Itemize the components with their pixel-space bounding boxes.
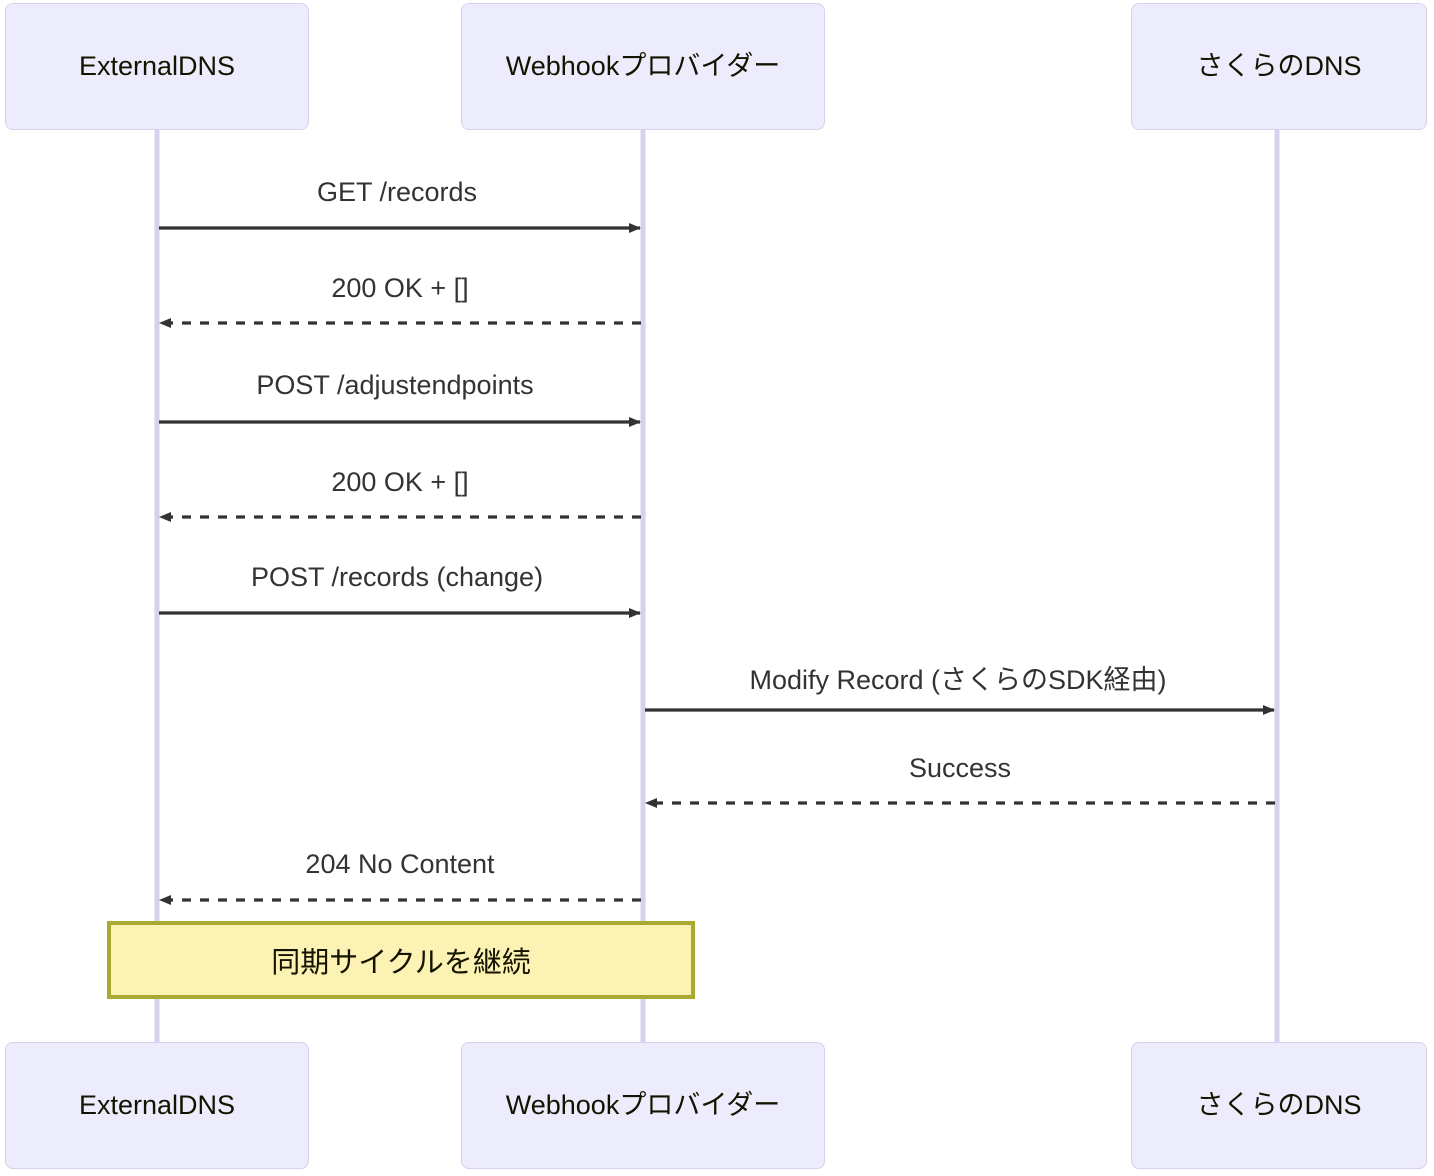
lifelines-group <box>154 130 1280 1046</box>
note-label: 同期サイクルを継続 <box>271 947 531 979</box>
message-label-7: 204 No Content <box>305 849 495 879</box>
participant-label: さくらのDNS <box>1196 1090 1362 1121</box>
message-arrows-group <box>159 223 1275 905</box>
participant-label: ExternalDNS <box>78 51 236 82</box>
participant-label: さくらのDNS <box>1196 51 1362 82</box>
bottom-participant-sakura[interactable]: さくらのDNS <box>1131 1042 1427 1169</box>
top-participant-sakura[interactable]: さくらのDNS <box>1131 3 1427 130</box>
message-label-3: 200 OK + [] <box>331 467 469 497</box>
note-sync-cycle: 同期サイクルを継続 <box>107 921 695 999</box>
participant-label: Webhookプロバイダー <box>505 1090 781 1121</box>
message-label-6: Success <box>908 753 1012 783</box>
participant-label: Webhookプロバイダー <box>505 51 781 82</box>
top-participant-webhook[interactable]: Webhookプロバイダー <box>461 3 825 130</box>
message-label-0: GET /records <box>316 177 478 207</box>
message-label-5: Modify Record (さくらのSDK経由) <box>749 665 1167 695</box>
message-label-4: POST /records (change) <box>250 562 544 592</box>
top-participant-externaldns[interactable]: ExternalDNS <box>5 3 309 130</box>
message-label-1: 200 OK + [] <box>331 273 469 303</box>
bottom-participant-webhook[interactable]: Webhookプロバイダー <box>461 1042 825 1169</box>
message-label-2: POST /adjustendpoints <box>256 370 534 400</box>
bottom-participant-externaldns[interactable]: ExternalDNS <box>5 1042 309 1169</box>
participant-label: ExternalDNS <box>78 1090 236 1121</box>
